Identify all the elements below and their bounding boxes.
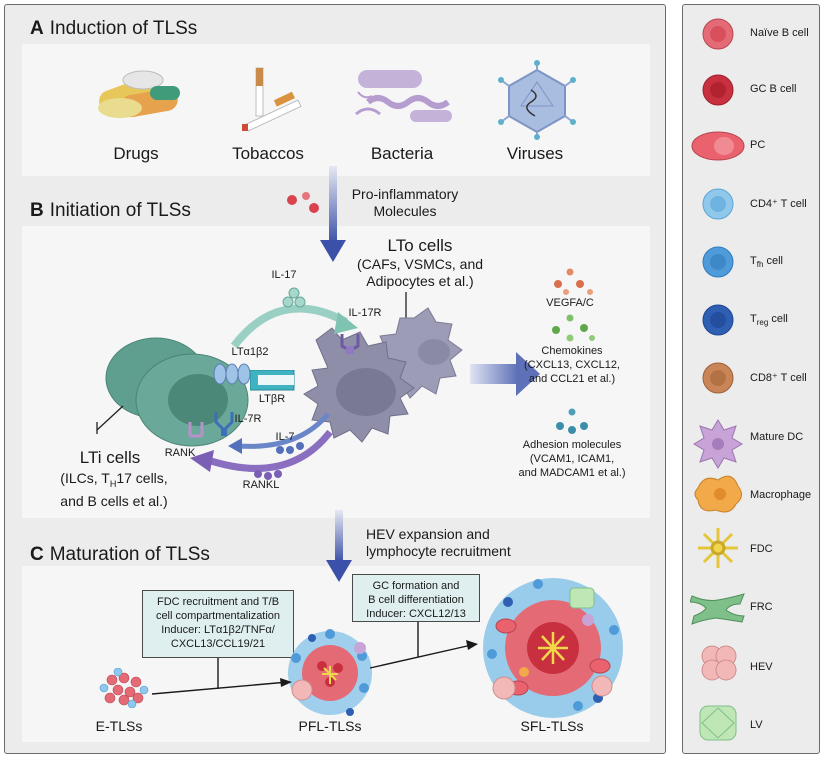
bacteria-icon <box>355 70 452 122</box>
il17-arrow <box>230 287 358 349</box>
lta1b2-label: LTα1β2 <box>231 346 269 358</box>
rankl-arrow <box>190 430 333 480</box>
pro-inflammatory-dots <box>287 192 319 213</box>
stage-label: PFL-TLSs <box>298 718 362 734</box>
lti-title: LTi cells <box>79 448 141 467</box>
lv-icon <box>699 705 737 741</box>
legend-label: Treg cell <box>750 313 788 328</box>
legend-label: GC B cell <box>750 83 797 95</box>
arrow-b-to-c <box>326 510 352 582</box>
pro-inflammatory-label: Pro-inflammatory Molecules <box>351 186 459 219</box>
chemokine-dots <box>552 314 595 342</box>
tobacco-icon <box>242 67 302 132</box>
fdc-icon <box>698 528 738 568</box>
fdc-recruitment-box: FDC recruitment and T/B cell compartment… <box>142 590 294 658</box>
legend-label: FDC <box>750 543 773 555</box>
vegfa-dots <box>554 268 593 295</box>
ltbr-label: LTβR <box>258 393 286 405</box>
virus-icon <box>498 60 576 140</box>
legend-label: Mature DC <box>750 431 804 443</box>
legend-label: FRC <box>750 601 773 613</box>
hev-icon <box>701 645 737 681</box>
stage-label: E-TLSs <box>95 718 143 734</box>
il17r-label: IL-17R <box>348 307 382 319</box>
naive-b-cell-icon <box>702 18 734 50</box>
adhesion-label: Adhesion molecules (VCAM1, ICAM1, and MA… <box>518 439 626 479</box>
legend-label: CD4⁺ T cell <box>750 198 807 210</box>
e-tls-cluster <box>99 668 149 708</box>
legend-label: Tfh cell <box>750 255 783 270</box>
drugs-icon <box>98 70 180 118</box>
item-label: Tobaccos <box>232 144 304 163</box>
pfl-to-sfl-arrow <box>369 622 478 669</box>
hev-expansion-label: HEV expansion and lymphocyte recruitment <box>366 526 511 559</box>
gc-b-cell-icon <box>702 74 734 106</box>
frc-icon <box>690 593 745 625</box>
lti-subtitle: (ILCs, TH17 cells, and B cells et al.) <box>60 470 168 509</box>
chemokines-label: Chemokines (CXCL13, CXCL12, and CCL21 et… <box>524 345 620 385</box>
e-to-pfl-arrow <box>151 658 292 695</box>
cd4-t-cell-icon <box>702 188 734 220</box>
macrophage-icon <box>694 475 742 513</box>
rank-receptor-icon <box>188 422 204 438</box>
arrow-a-to-b <box>320 166 346 262</box>
stage-label: SFL-TLSs <box>520 718 584 734</box>
legend-label: HEV <box>750 661 773 673</box>
pfl-tls-cluster <box>288 629 372 716</box>
ltbr-receptor-icon <box>250 370 295 391</box>
legend-label: Macrophage <box>750 489 812 501</box>
item-label: Drugs <box>113 144 159 163</box>
il7-label: IL-7 <box>275 431 295 443</box>
plasma-cell-icon <box>691 131 745 161</box>
il7r-receptor-icon <box>214 412 234 436</box>
adhesion-dots <box>556 408 588 434</box>
legend-label: LV <box>750 719 763 731</box>
item-label: Bacteria <box>370 144 434 163</box>
lto-title: LTo cells <box>387 236 453 255</box>
output-arrow <box>470 352 540 396</box>
gc-formation-box: GC formation and B cell differentiation … <box>352 574 480 622</box>
rankl-label: RANKL <box>242 479 280 491</box>
lto-cell <box>303 307 463 443</box>
il7-arrow <box>228 412 330 454</box>
lto-subtitle: (CAFs, VSMCs, and Adipocytes et al.) <box>356 256 484 289</box>
mature-dc-icon <box>693 419 743 469</box>
sfl-tls-cluster <box>483 578 623 718</box>
rank-label: RANK <box>164 447 196 459</box>
legend-icons <box>690 18 745 741</box>
legend-label: PC <box>750 139 766 151</box>
lti-pointer-line <box>96 405 124 434</box>
il17r-receptor-icon <box>340 334 360 354</box>
cd8-t-cell-icon <box>702 362 734 394</box>
legend-label: Naïve B cell <box>750 27 809 39</box>
vegfa-label: VEGFA/C <box>546 297 594 309</box>
treg-cell-icon <box>702 304 734 336</box>
item-label: Viruses <box>506 144 564 163</box>
tfh-cell-icon <box>702 246 734 278</box>
legend-label: CD8⁺ T cell <box>750 372 807 384</box>
il7r-label: IL-7R <box>234 413 262 425</box>
il17-label: IL-17 <box>271 269 297 281</box>
